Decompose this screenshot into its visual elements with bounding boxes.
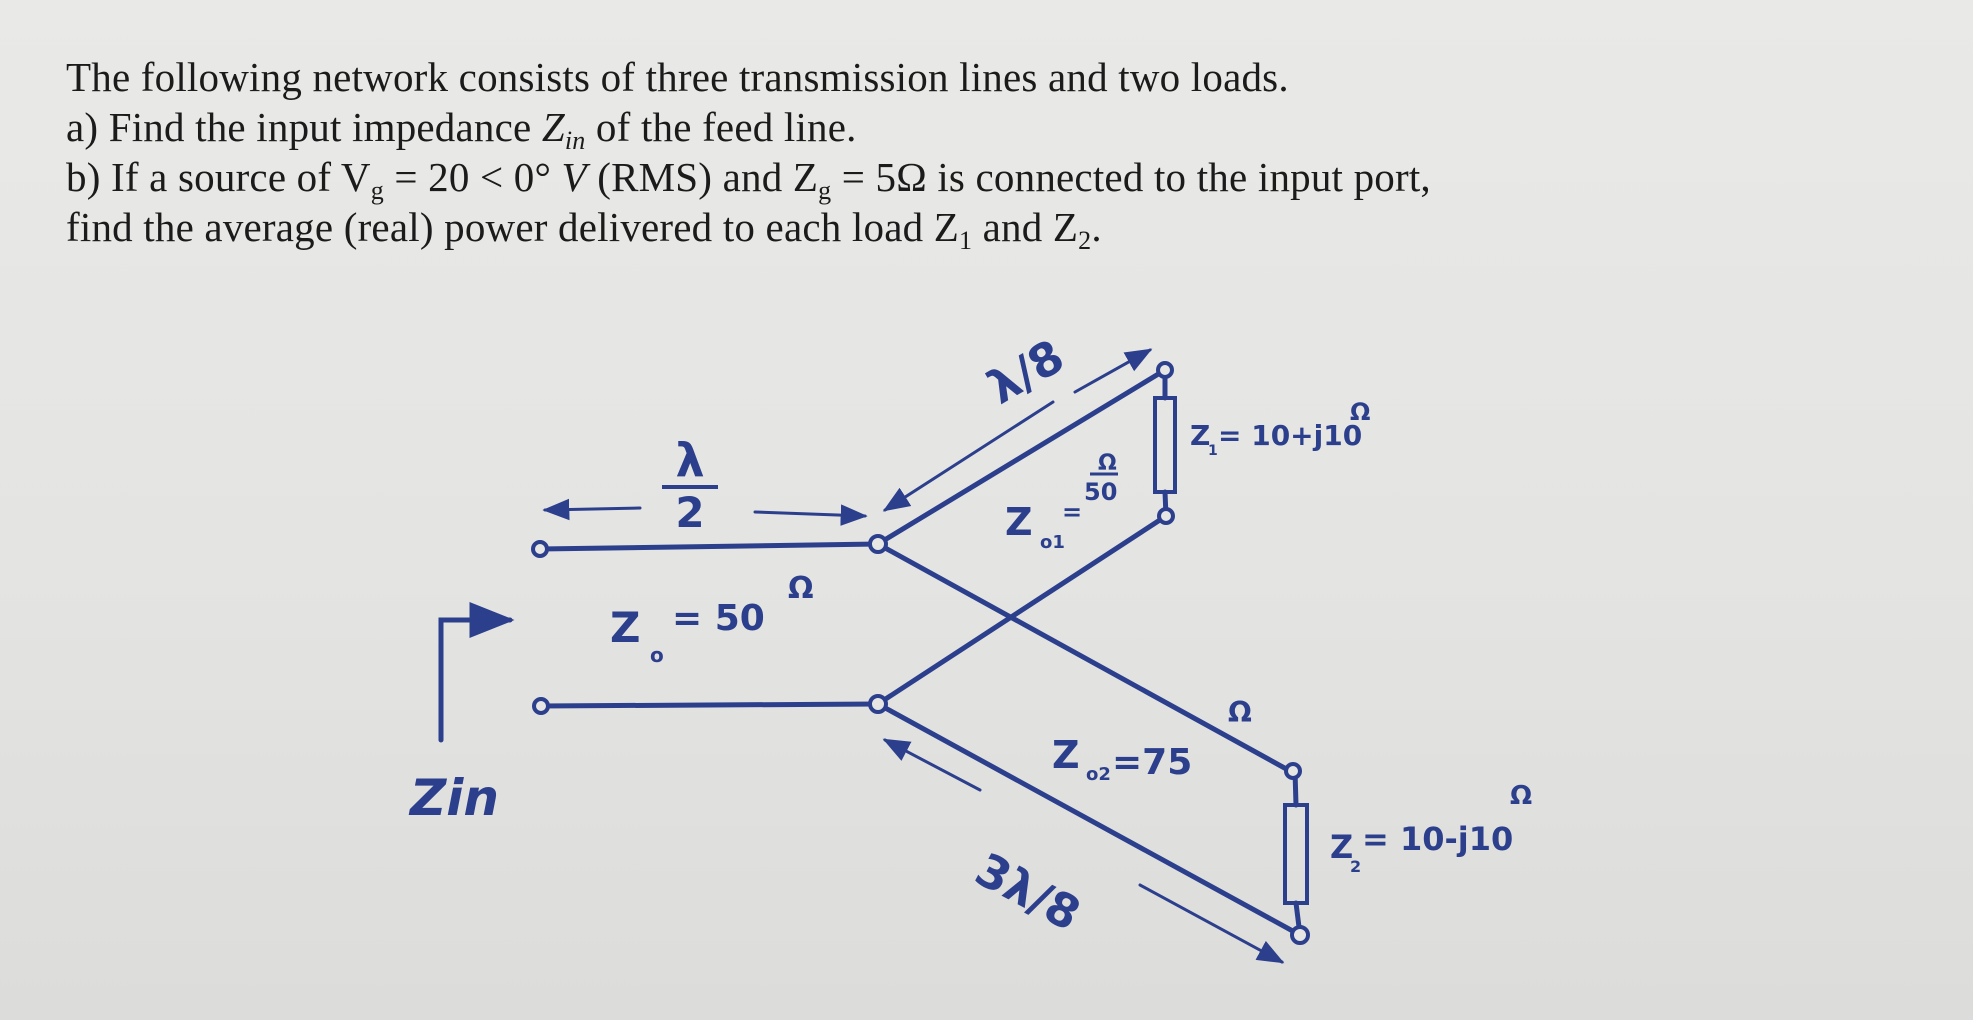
load2-symbol: Z — [1330, 828, 1353, 866]
load2-unit: Ω — [1510, 781, 1532, 811]
load2-subscript: 2 — [1350, 857, 1361, 876]
load1-subscript: 1 — [1208, 443, 1218, 459]
line2-length-label: 3λ/8 — [967, 842, 1089, 941]
load2-value: = 10-j10 — [1362, 820, 1513, 858]
feed-z0-symbol: Z — [610, 603, 640, 652]
load2-resistor — [1283, 803, 1309, 905]
zin-subscript: in — [564, 126, 586, 155]
problem-part-b: b) If a source of Vg = 20 < 0° V (RMS) a… — [66, 152, 1946, 205]
line2-value: =75 — [1112, 742, 1192, 783]
load1-terminal-top — [1156, 361, 1174, 379]
part-b-cont-prefix: find the average (real) power delivered … — [66, 204, 959, 250]
feed-line-bottom-conductor — [538, 701, 881, 709]
z2-subscript: 2 — [1078, 226, 1092, 255]
line1-length-arrow-lower — [882, 400, 1055, 512]
feed-length-arrow-right — [753, 504, 868, 526]
line1-eq: = — [1062, 498, 1082, 526]
problem-part-a: a) Find the input impedance Zin of the f… — [66, 102, 1946, 155]
junction-top — [868, 534, 888, 554]
line2-top-ohm: Ω — [1228, 696, 1252, 729]
feed-z0-ohm: Ω — [788, 571, 814, 606]
zg-value: = 5Ω is connected to the input port, — [831, 154, 1431, 200]
zin-label: Zin — [408, 769, 499, 827]
line2-z-symbol: Z — [1052, 733, 1080, 777]
load1-resistor — [1153, 396, 1177, 494]
zin-arrow — [438, 602, 515, 743]
problem-part-b-continued: find the average (real) power delivered … — [66, 202, 1946, 255]
feed-length-arrow-left — [542, 498, 642, 521]
rms-text: (RMS) and Z — [586, 154, 819, 200]
feed-line-top-conductor — [537, 541, 881, 552]
line1-length-arrow-upper — [1073, 348, 1153, 394]
part-b-cont-mid: and Z — [972, 204, 1079, 250]
line2-z-subscript: o2 — [1086, 764, 1111, 785]
feed-length-numerator: λ — [675, 433, 704, 487]
part-b-cont-end: . — [1091, 204, 1102, 250]
line1-length-label: λ/8 — [979, 329, 1073, 415]
line2-length-arrow-upper — [882, 738, 982, 792]
input-terminal-bottom — [532, 697, 550, 715]
line2-top-conductor — [875, 541, 1293, 774]
vg-subscript: g — [370, 176, 384, 205]
line2-bottom-conductor — [875, 701, 1303, 938]
intro-text: The following network consists of three … — [66, 54, 1289, 100]
line1-z-symbol: Z — [1005, 500, 1033, 544]
line1-top-conductor — [875, 367, 1168, 547]
part-a-prefix: a) Find the input impedance — [66, 104, 542, 150]
part-a-suffix: of the feed line. — [585, 104, 857, 150]
part-b-prefix: b) If a source of V — [66, 154, 371, 200]
line2-length-arrow-lower — [1138, 883, 1285, 964]
load1-unit: Ω — [1350, 398, 1370, 426]
vg-value: = 20 < 0° — [383, 154, 562, 200]
load1-symbol: Z — [1190, 419, 1210, 452]
line1-unit: Ω — [1098, 451, 1117, 476]
load1-value: = 10+j10 — [1218, 419, 1362, 452]
problem-statement: The following network consists of three … — [66, 52, 1946, 255]
volt-unit: V — [561, 154, 587, 200]
input-terminal-top — [531, 540, 549, 558]
z1-subscript: 1 — [958, 226, 973, 255]
problem-intro: The following network consists of three … — [66, 52, 1946, 102]
line1-z-subscript: o1 — [1040, 532, 1065, 553]
zin-symbol: Z — [541, 104, 565, 150]
feed-z0-value: = 50 — [672, 598, 765, 639]
zg-subscript: g — [818, 176, 832, 205]
junction-bottom — [868, 694, 888, 714]
load2-terminal-bottom — [1290, 925, 1310, 945]
feed-length-denominator: 2 — [675, 488, 704, 537]
line1-value: 50 — [1084, 478, 1117, 506]
load1-terminal-bottom — [1157, 507, 1175, 525]
load2-terminal-top — [1284, 762, 1302, 780]
feed-z0-subscript: o — [650, 643, 664, 667]
line1-bottom-conductor — [875, 513, 1169, 707]
